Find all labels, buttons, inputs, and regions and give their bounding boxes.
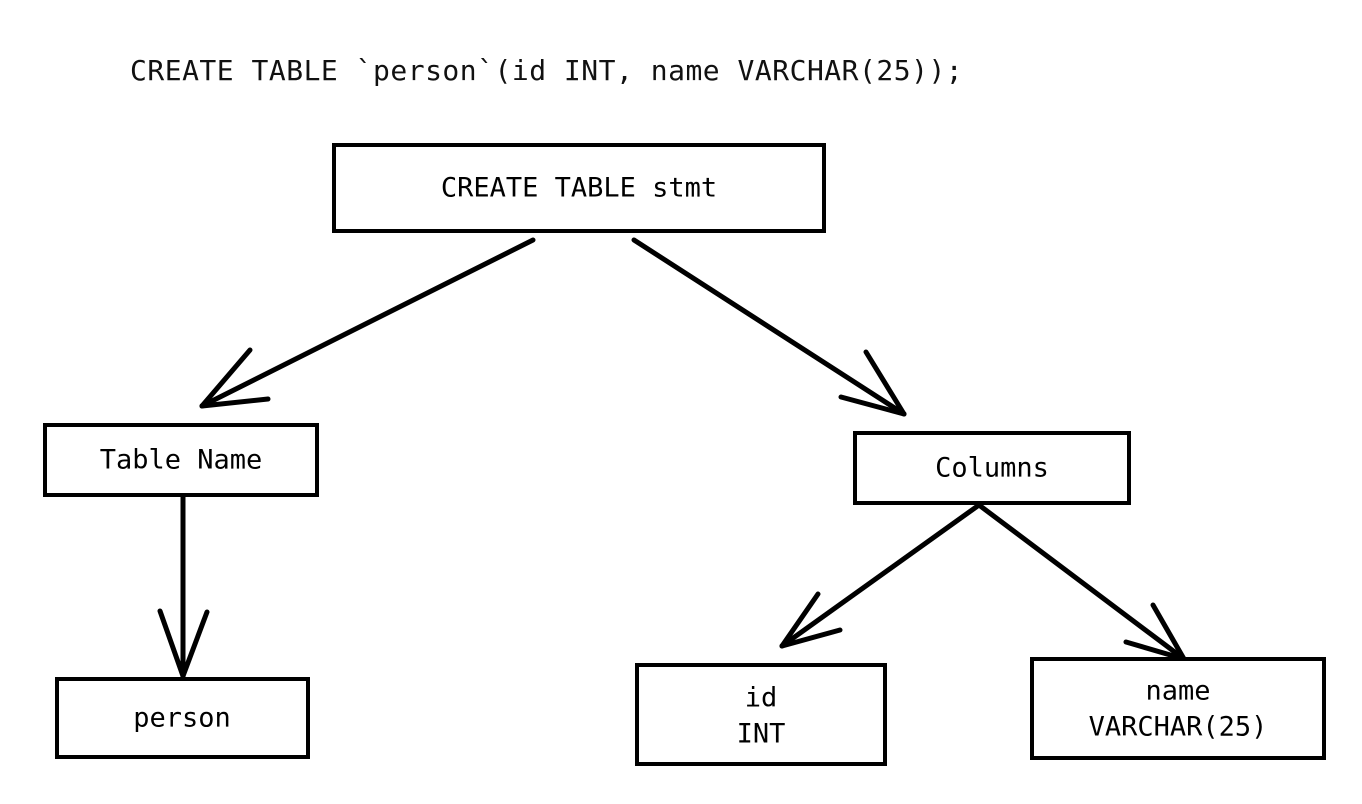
edge-root-to-columns	[631, 237, 907, 417]
arrow-barb-lower	[199, 396, 271, 409]
arrow-barb-upper	[1150, 602, 1187, 662]
node-box	[853, 431, 1131, 505]
node-box	[55, 677, 310, 759]
node-col-name[interactable]: name VARCHAR(25)	[1030, 657, 1326, 760]
node-person[interactable]: person	[55, 677, 310, 759]
arrow-barb-right	[180, 609, 210, 679]
arrow-barb-lower	[1123, 639, 1187, 662]
arrow-barb-lower	[779, 627, 843, 649]
arrow-barb-upper	[199, 347, 253, 409]
node-col-id[interactable]: id INT	[635, 663, 887, 766]
node-table-name[interactable]: Table Name	[43, 423, 319, 497]
node-box	[43, 423, 319, 497]
node-label-line2: INT	[737, 719, 786, 750]
edge-line	[199, 237, 536, 409]
arrow-barb-upper	[863, 349, 907, 417]
edge-root-to-table-name	[199, 237, 536, 409]
node-create-table-stmt[interactable]: CREATE TABLE stmt	[332, 143, 826, 233]
arrow-barb-lower	[838, 394, 907, 417]
node-label-line1: Columns	[935, 453, 1049, 484]
edge-columns-to-col-id	[779, 502, 982, 649]
arrow-barb-left	[157, 608, 186, 679]
edge-line	[779, 502, 982, 649]
arrow-barb-upper	[779, 591, 821, 649]
edge-line	[976, 502, 1187, 662]
node-label-line1: id	[745, 683, 778, 714]
edge-table-name-to-person	[157, 494, 210, 679]
edge-columns-to-col-name	[976, 502, 1187, 662]
node-columns[interactable]: Columns	[853, 431, 1131, 505]
node-box	[1030, 657, 1326, 760]
node-label-line2: VARCHAR(25)	[1089, 712, 1268, 743]
node-label-line1: CREATE TABLE stmt	[441, 173, 717, 204]
sql-statement-title: CREATE TABLE `person`(id INT, name VARCH…	[130, 54, 963, 87]
node-label-line1: name	[1145, 676, 1210, 707]
node-label-line1: person	[133, 703, 231, 734]
node-box	[332, 143, 826, 233]
edge-line	[631, 237, 907, 417]
node-box	[635, 663, 887, 766]
node-label-line1: Table Name	[100, 445, 263, 476]
